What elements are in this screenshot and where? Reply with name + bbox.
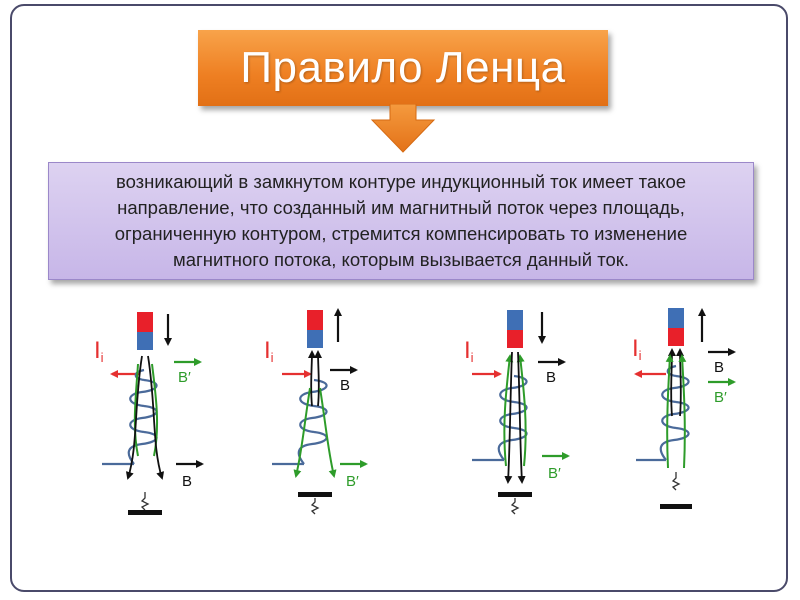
title-banner: Правило Ленца [198, 30, 608, 106]
field-label: B [182, 473, 192, 490]
current-label: Ii [464, 337, 474, 365]
galvanometer [660, 504, 692, 509]
definition-line: направление, что созданный им магнитный … [117, 197, 685, 218]
diagram-4: Ii B B′ [632, 308, 736, 509]
galvanometer [128, 510, 162, 515]
magnet-south [507, 310, 523, 330]
galvanometer [298, 492, 332, 497]
coil [102, 368, 158, 466]
field-lines [504, 351, 526, 484]
down-arrow-icon [370, 104, 436, 153]
current-label: Ii [264, 337, 274, 365]
definition-box: возникающий в замкнутом контуре индукцио… [48, 162, 754, 280]
diagram-3: Ii B B′ [464, 310, 570, 515]
definition-line: магнитного потока, которым вызывается да… [172, 249, 629, 270]
magnet-north [507, 330, 523, 348]
field-label: B [340, 377, 350, 394]
field-label: B [714, 359, 724, 376]
induced-field-lines [503, 354, 527, 467]
definition-line: ограниченную контуром, стремится компенс… [114, 223, 688, 244]
galvanometer-wire [510, 498, 520, 515]
definition-text: возникающий в замкнутом контуре индукцио… [115, 169, 688, 273]
diagram-2: Ii B B′ [264, 308, 368, 515]
galvanometer-wire [310, 498, 320, 515]
induced-field-label: B′ [714, 389, 727, 406]
field-lines [307, 350, 323, 407]
field-label: B [546, 369, 556, 386]
magnet-south [668, 308, 684, 328]
current-label: Ii [632, 335, 642, 363]
magnet-north [668, 328, 684, 346]
magnet-south [137, 332, 153, 350]
induced-field-lines [665, 354, 687, 469]
galvanometer-wire [140, 492, 150, 511]
lenz-diagrams: Ii B′ B Ii B [94, 308, 736, 515]
field-lines [667, 348, 685, 417]
coil [636, 364, 690, 462]
galvanometer-wire [671, 472, 681, 491]
diagram-1: Ii B′ B [94, 312, 204, 515]
current-label: Ii [94, 337, 104, 365]
induced-field-lines [293, 387, 337, 478]
induced-field-label: B′ [346, 473, 359, 490]
magnet-north [137, 312, 153, 332]
induced-field-label: B′ [548, 465, 561, 482]
induced-field-label: B′ [178, 369, 191, 386]
definition-line: возникающий в замкнутом контуре индукцио… [115, 171, 687, 192]
magnet-north [307, 310, 323, 330]
galvanometer [498, 492, 532, 497]
field-lines [125, 355, 165, 480]
magnet-south [307, 330, 323, 348]
slide-title: Правило Ленца [240, 43, 566, 92]
